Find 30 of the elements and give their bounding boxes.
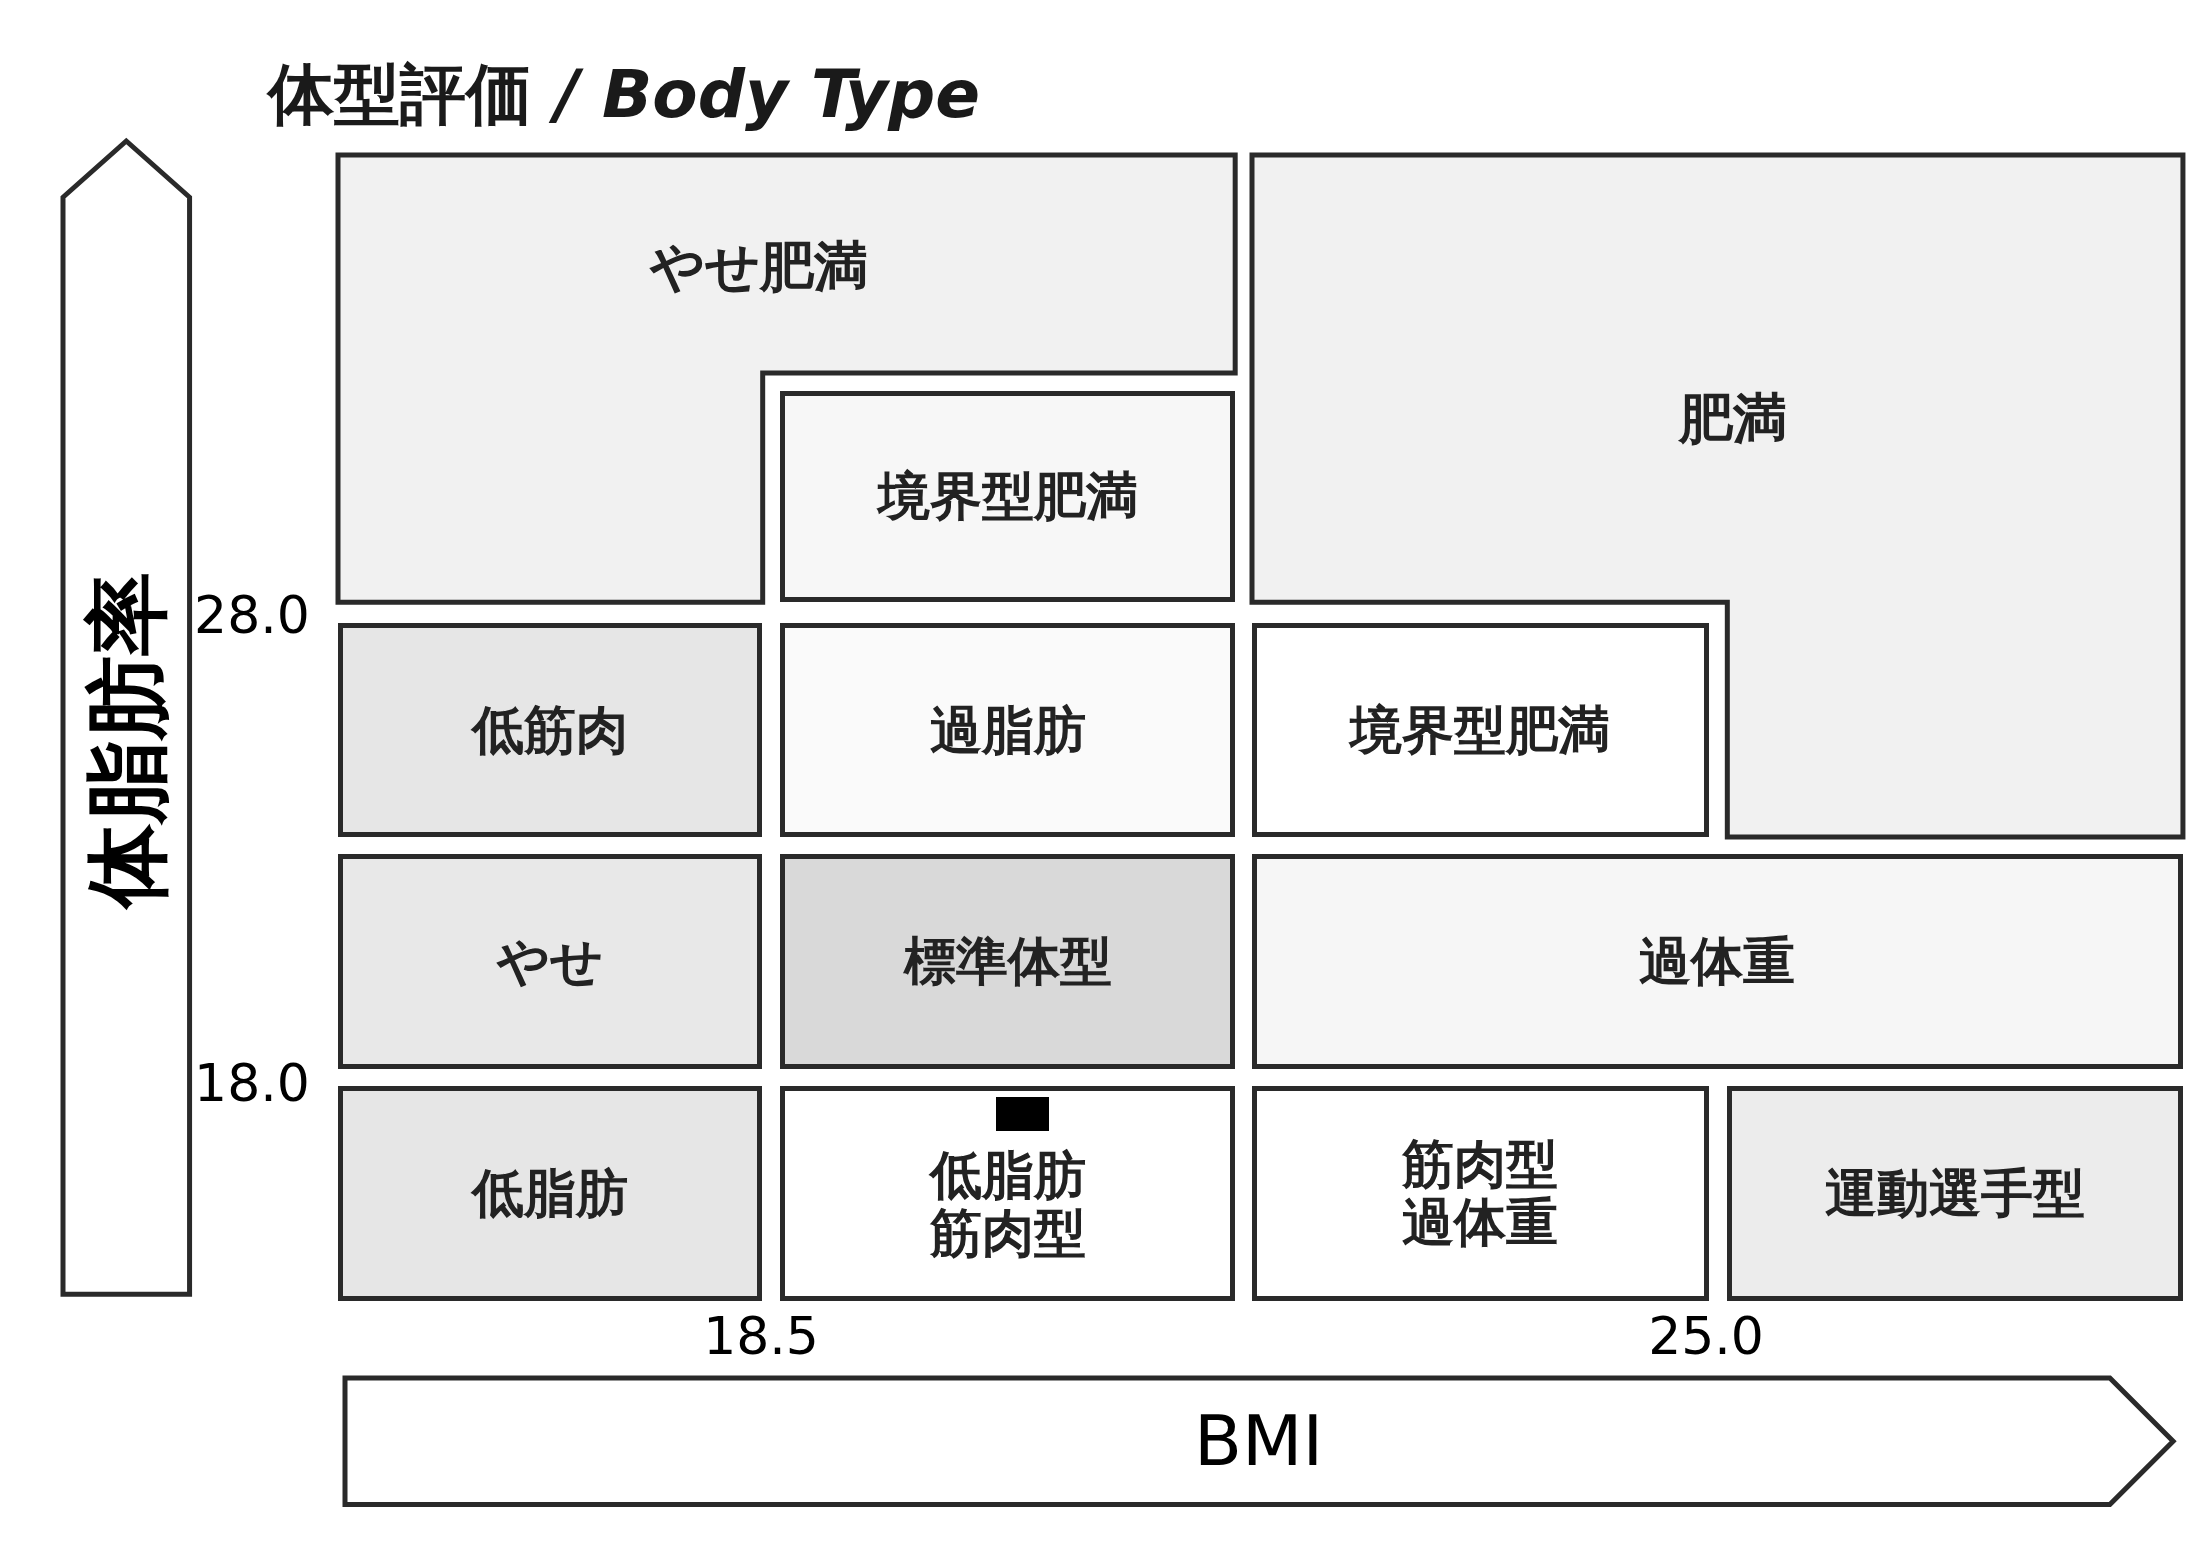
category-label: 低脂肪筋肉型	[928, 1146, 1087, 1263]
category-box	[1251, 853, 2183, 1069]
category-label: 肥満	[1678, 392, 1787, 447]
category-label: 境界型肥満	[877, 467, 1138, 526]
category-label: 境界型肥満	[1350, 700, 1611, 759]
category-box	[780, 853, 1235, 1069]
category-label: 低筋肉	[471, 700, 628, 759]
category-label: 低脂肪	[471, 1164, 628, 1223]
category-label: 過体重	[1639, 932, 1796, 991]
axis-title: BMI	[1194, 1406, 1324, 1477]
tick-label: 18.5	[703, 1309, 819, 1362]
category-box	[1251, 1085, 1709, 1301]
tick-label: 25.0	[1648, 1309, 1764, 1362]
category-label: 過脂肪	[929, 700, 1086, 759]
category-box	[780, 1085, 1235, 1301]
category-box	[337, 853, 763, 1069]
category-box	[337, 1085, 763, 1301]
tick-label: 28.0	[194, 588, 310, 641]
tick-label: 18.0	[194, 1056, 310, 1109]
category-label: 筋肉型過体重	[1401, 1134, 1560, 1252]
category-label: やせ	[496, 932, 603, 991]
category-box	[1726, 1085, 2183, 1301]
category-label: やせ肥満	[650, 240, 869, 295]
category-box	[337, 622, 763, 837]
axis-title: 体脂肪率	[84, 572, 169, 909]
category-box	[780, 622, 1235, 837]
category-label: 運動選手型	[1824, 1164, 2085, 1223]
category-box	[1251, 622, 1709, 837]
category-box	[780, 390, 1235, 602]
category-label: 標準体型	[903, 932, 1112, 991]
